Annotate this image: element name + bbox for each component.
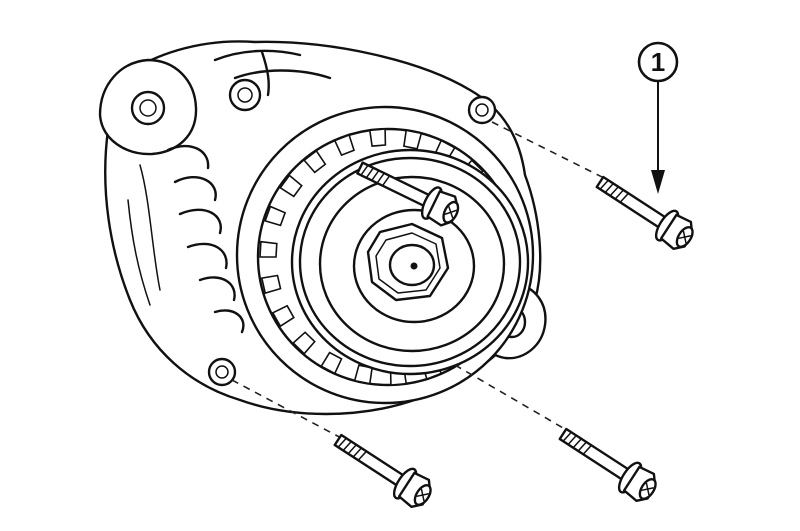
fan-slot xyxy=(279,174,303,198)
callout-label: 1 xyxy=(651,47,665,77)
fan-slot xyxy=(271,304,295,328)
fan-slot xyxy=(333,133,355,157)
callout-arrow-icon xyxy=(651,170,665,194)
fan-slot xyxy=(259,240,278,258)
mounting-bolt-icon xyxy=(589,166,701,256)
pulley-icon xyxy=(290,148,530,376)
mounting-bolt-icon xyxy=(552,418,664,508)
callout-1: 1 xyxy=(637,41,679,194)
fan-slot xyxy=(402,129,423,150)
fan-slot xyxy=(264,205,287,227)
fan-slot xyxy=(303,149,327,174)
fan-slot xyxy=(260,274,282,295)
fan-slot xyxy=(292,331,316,355)
installation-guide-lines xyxy=(231,121,609,441)
fan-slot xyxy=(368,128,387,147)
fan-slot xyxy=(320,351,343,375)
mounting-bolt-icon xyxy=(327,424,439,514)
